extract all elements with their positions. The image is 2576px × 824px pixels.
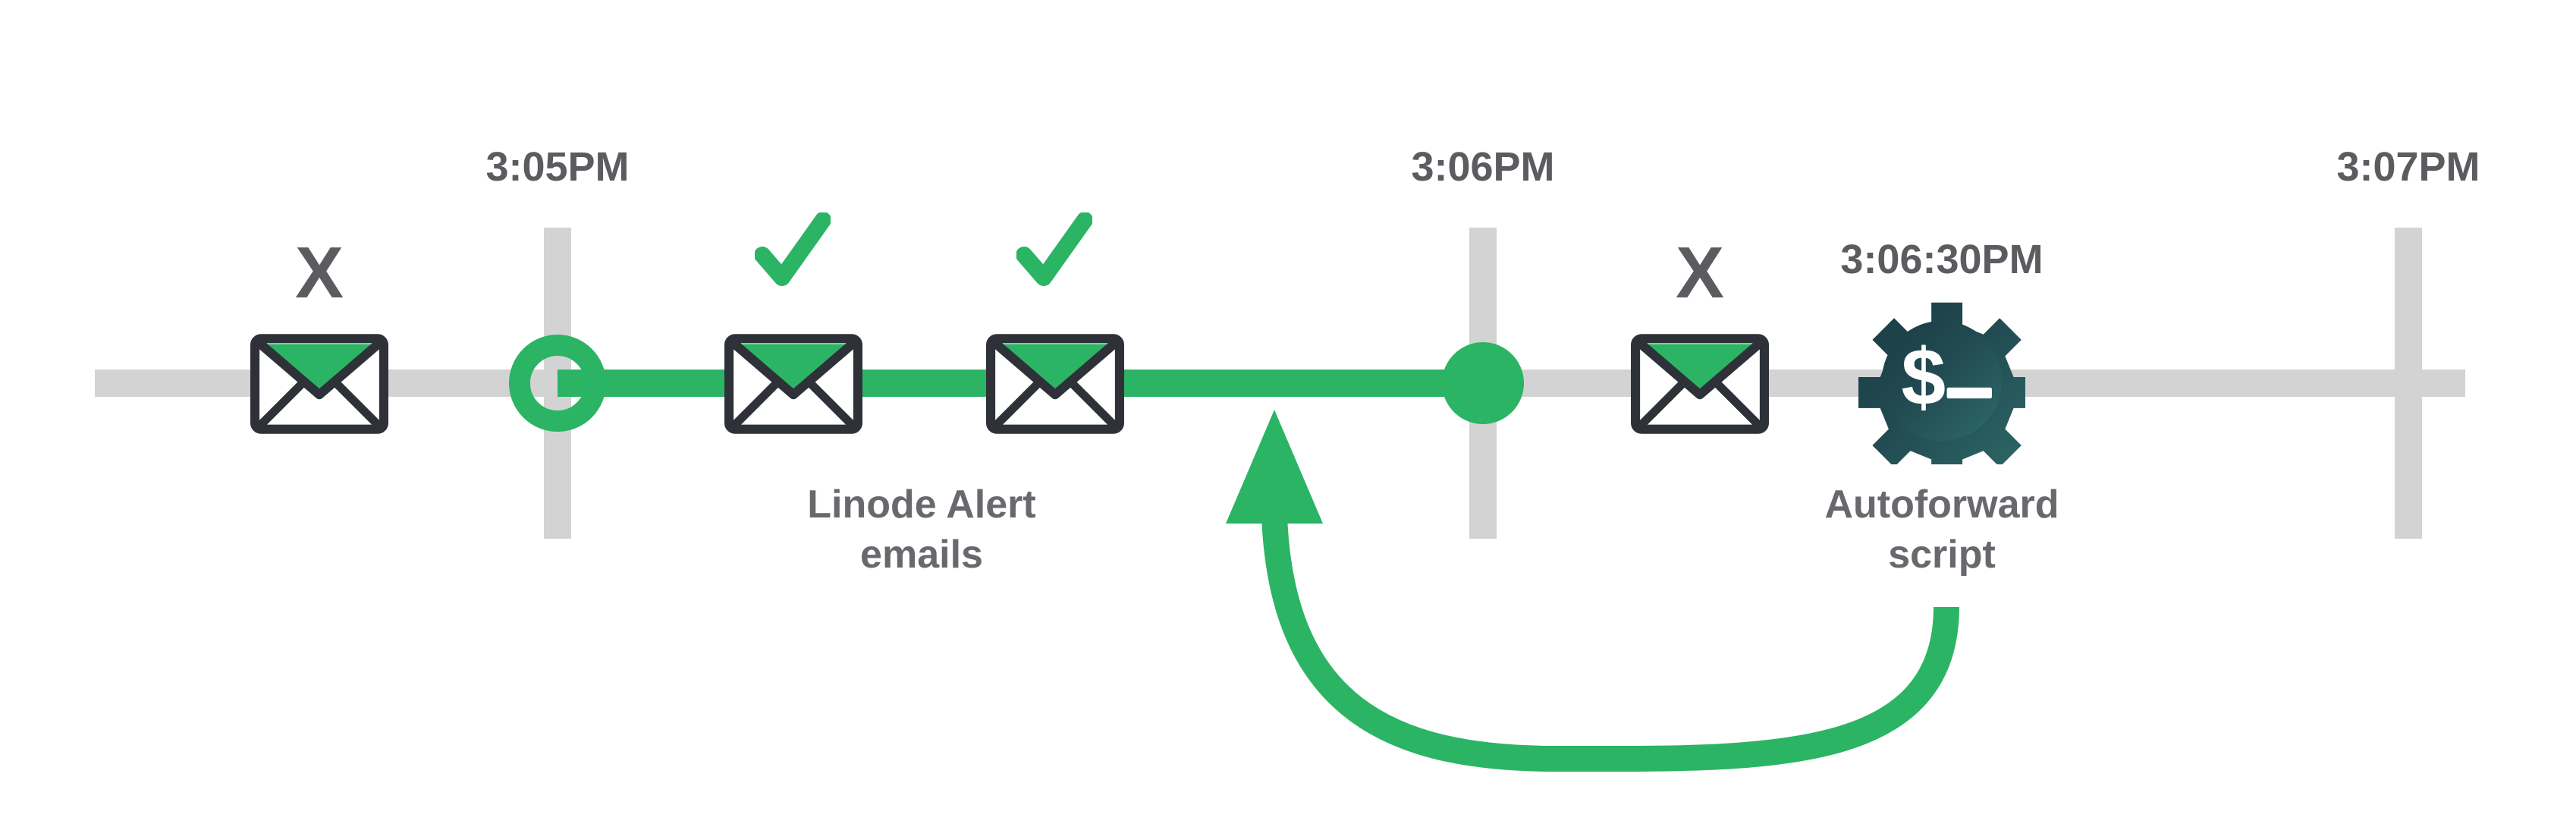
check-status-icon-1 (762, 220, 823, 278)
dot-marker-icon (1442, 342, 1524, 424)
label-linode-alert-emails: Linode Alert emails (807, 483, 1035, 577)
script-time-label: 3:06:30PM (1840, 237, 2043, 282)
envelope-icon (255, 338, 384, 429)
ring-marker-icon (509, 335, 606, 432)
linode-alert-label-line2: emails (860, 533, 983, 577)
gear-terminal-icon (1858, 302, 2025, 464)
arrow-curve-path (1261, 515, 1959, 772)
envelope-icon (729, 338, 858, 429)
envelope-icon (991, 338, 1120, 429)
marker-end-dot[interactable] (1442, 342, 1524, 424)
arrow-autoforward-loop (1226, 410, 1959, 772)
tick-label-307: 3:07PM (2336, 144, 2480, 190)
autoforward-label-line2: script (1888, 533, 1996, 577)
marker-script[interactable]: 3:06:30PM (1840, 237, 2044, 483)
marker-email-1[interactable]: X (255, 232, 384, 429)
tick-mark-307 (2395, 228, 2422, 539)
autoforward-label-line1: Autoforward (1824, 483, 2059, 527)
linode-alert-label-line1: Linode Alert (807, 483, 1035, 527)
marker-email-2[interactable] (729, 220, 858, 429)
marker-email-4[interactable]: X (1635, 232, 1764, 429)
check-status-icon-2 (1024, 220, 1085, 278)
x-status-icon-2: X (1676, 232, 1724, 313)
arrow-head-icon (1226, 410, 1323, 524)
envelope-icon (1635, 338, 1764, 429)
label-autoforward-script: Autoforward script (1824, 483, 2059, 577)
x-status-icon-1: X (295, 232, 344, 313)
marker-start-ring[interactable] (509, 335, 606, 432)
tick-label-305: 3:05PM (485, 144, 629, 190)
tick-label-306: 3:06PM (1411, 144, 1554, 190)
marker-email-3[interactable] (991, 220, 1120, 429)
